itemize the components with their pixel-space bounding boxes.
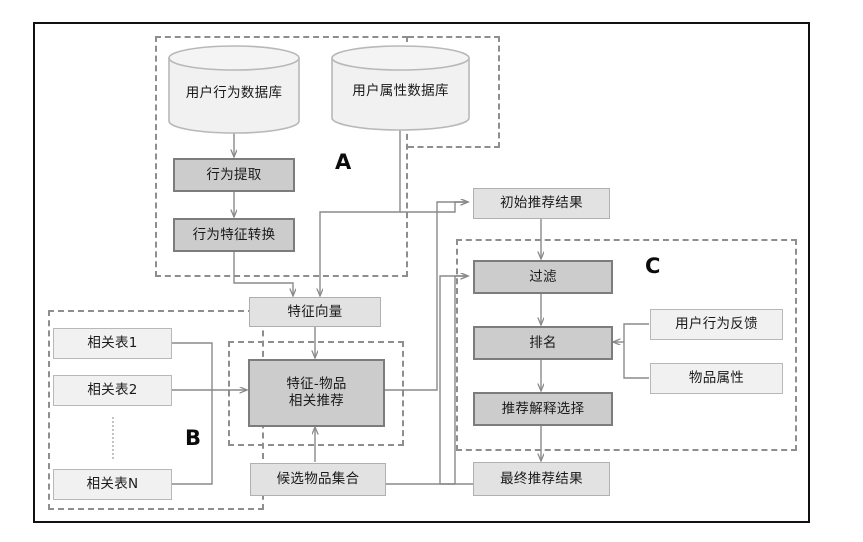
group-label-c: C [645,254,661,278]
relation-table-item-1[interactable]: 相关表1 [53,328,172,359]
database-user-attribute-label: 用户属性数据库 [352,83,449,99]
group-label-a: A [335,150,352,174]
node-final-result[interactable]: 最终推荐结果 [473,462,610,496]
node-candidate-item-set[interactable]: 候选物品集合 [250,463,386,496]
cylinder-shape-icon [168,45,300,134]
group-box-a-extension [408,36,500,148]
database-user-behavior[interactable]: 用户行为数据库 [168,45,300,134]
node-explanation-select[interactable]: 推荐解释选择 [473,392,613,426]
node-feature-item-recommendation[interactable]: 特征-物品 相关推荐 [248,359,385,427]
database-user-behavior-label: 用户行为数据库 [185,84,283,101]
relation-table-item-n[interactable]: 相关表N [53,469,172,500]
node-feature-item-recommendation-line1: 特征-物品 [286,376,347,393]
node-filter[interactable]: 过滤 [473,260,613,294]
node-feature-vector[interactable]: 特征向量 [249,297,381,327]
database-user-attribute[interactable]: 用户属性数据库 [331,45,470,131]
relation-table-item-2[interactable]: 相关表2 [53,375,172,406]
node-feature-item-recommendation-line2: 相关推荐 [288,393,345,409]
node-ranking[interactable]: 排名 [473,326,613,360]
group-box-feature-item [228,341,404,446]
node-item-attribute[interactable]: 物品属性 [650,363,783,394]
group-box-c [456,239,797,451]
group-label-b: B [185,426,202,450]
node-initial-result[interactable]: 初始推荐结果 [473,188,610,219]
relation-table-ellipsis-icon [112,417,114,459]
group-box-a-extension-top [408,36,500,148]
node-behavior-feature-transform[interactable]: 行为特征转换 [173,218,295,252]
node-user-behavior-feedback[interactable]: 用户行为反馈 [650,309,783,340]
group-box-a [155,36,408,277]
node-behavior-extract[interactable]: 行为提取 [173,158,295,192]
cylinder-shape-icon [331,45,470,131]
